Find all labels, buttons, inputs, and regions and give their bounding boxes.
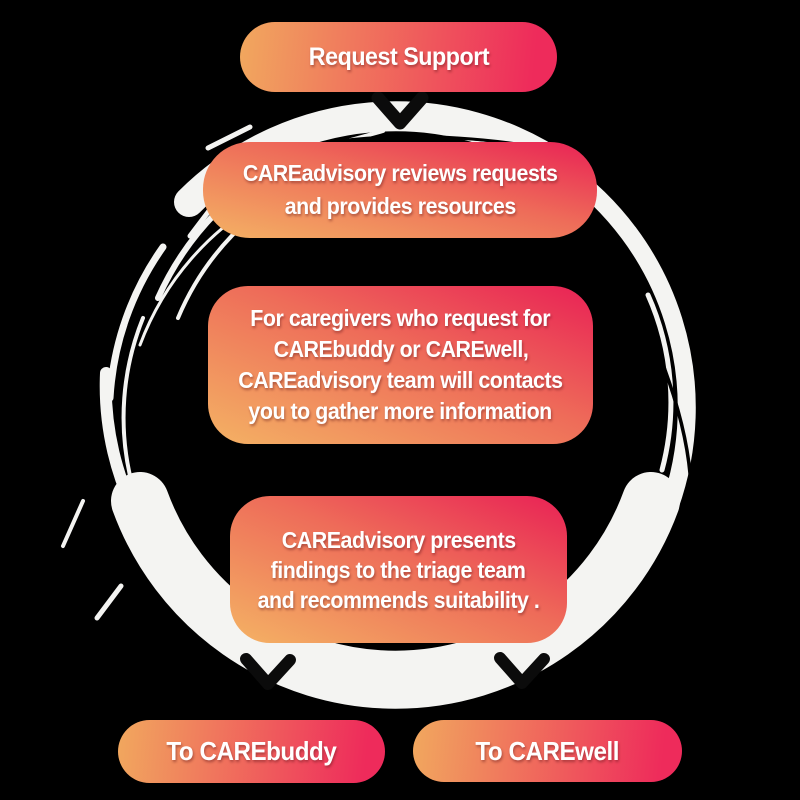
step-gather-information: For caregivers who request for CAREbuddy…: [208, 286, 593, 444]
step-text-line: CAREadvisory reviews requests: [242, 160, 558, 186]
to-carewell-label: To CAREwell: [475, 735, 620, 766]
step-text-line: you to gather more information: [248, 398, 553, 424]
step-text-line: CAREadvisory team will contacts: [238, 367, 563, 393]
step-careadvisory-reviews: CAREadvisory reviews requests and provid…: [203, 142, 597, 238]
brush-stray-mark: [61, 499, 85, 548]
brush-gap-streak: [647, 329, 693, 488]
chevron-down-icon: [371, 91, 429, 130]
step-text-line: CAREadvisory presents: [281, 526, 516, 553]
to-carebuddy-button[interactable]: To CAREbuddy: [118, 720, 385, 783]
brush-stray-mark: [94, 583, 124, 621]
step-text-line: and recommends suitability .: [257, 586, 540, 613]
request-support-button[interactable]: Request Support: [240, 22, 557, 92]
to-carebuddy-label: To CAREbuddy: [166, 736, 337, 766]
step-text-line: CAREbuddy or CAREwell,: [273, 336, 528, 362]
brush-ring-left-arc: [99, 367, 148, 532]
brush-ring-bottom-arc: [111, 472, 680, 709]
step-text-line: findings to the triage team: [271, 556, 526, 583]
request-support-label: Request Support: [308, 42, 489, 71]
brush-ring-left-strand: [121, 316, 145, 482]
step-triage-presentation: CAREadvisory presents findings to the tr…: [230, 496, 567, 643]
brush-ring-right-arc: [554, 160, 696, 517]
brush-stray-mark: [177, 170, 206, 205]
brush-ring-left-strand: [106, 243, 167, 402]
step-text-line: and provides resources: [284, 193, 516, 219]
brush-stray-mark: [205, 124, 253, 151]
to-carewell-button[interactable]: To CAREwell: [413, 720, 682, 782]
chevron-down-icon: [494, 652, 550, 689]
step-text-line: For caregivers who request for: [250, 305, 551, 331]
chevron-down-icon: [240, 653, 296, 690]
